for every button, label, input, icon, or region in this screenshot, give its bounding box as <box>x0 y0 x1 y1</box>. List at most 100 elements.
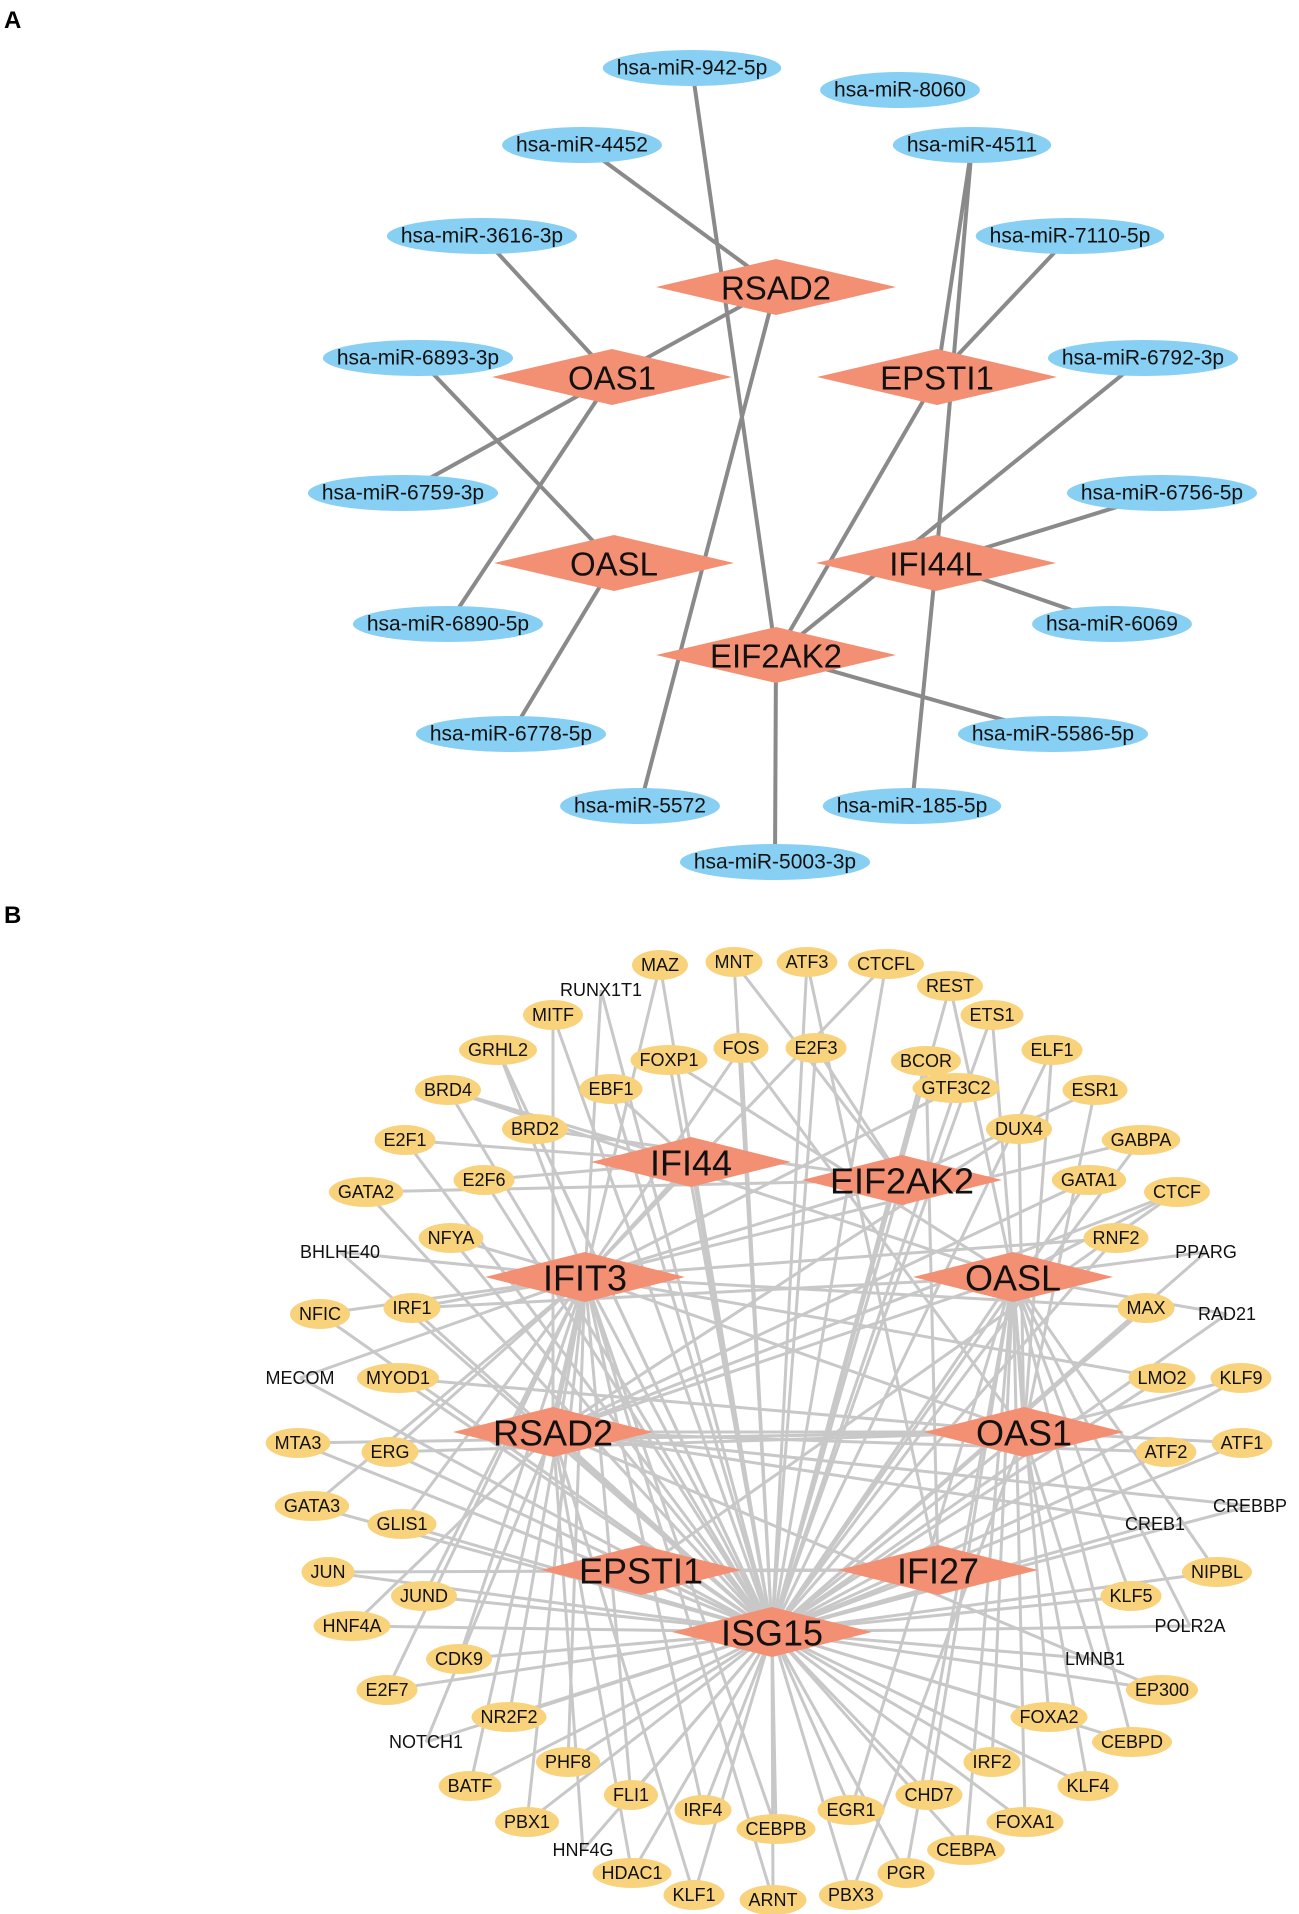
gene-diamond <box>485 1252 685 1302</box>
regulator-label: BHLHE40 <box>300 1242 380 1262</box>
regulator-label: FOXA1 <box>995 1812 1054 1832</box>
regulator-label: PGR <box>886 1863 925 1883</box>
regulator-node-e2f7: E2F7 <box>356 1675 418 1705</box>
regulator-label: hsa-miR-7110-5p <box>990 225 1151 248</box>
gene-diamond <box>494 535 734 591</box>
regulator-label: IRF4 <box>683 1800 722 1820</box>
regulator-node-phf8: PHF8 <box>535 1747 601 1777</box>
regulator-label: CEBPB <box>745 1819 806 1839</box>
regulator-node-creb1: CREB1 <box>1125 1514 1185 1534</box>
regulator-node-foxp1: FOXP1 <box>630 1045 708 1075</box>
regulator-label: GTF3C2 <box>921 1078 990 1098</box>
regulator-node-elf1: ELF1 <box>1021 1035 1083 1065</box>
regulator-label: BRD4 <box>424 1080 472 1100</box>
regulator-ellipse <box>916 971 984 1001</box>
edge-pbx1-isg15 <box>526 1630 773 1824</box>
regulator-label: E2F7 <box>365 1680 408 1700</box>
regulator-ellipse <box>1210 1363 1272 1393</box>
regulator-ellipse <box>817 1795 885 1825</box>
edge-bcor-ifi27 <box>924 1060 940 1571</box>
regulator-ellipse <box>307 475 499 511</box>
regulator-ellipse <box>820 72 980 108</box>
regulator-ellipse <box>453 1165 515 1195</box>
edge-eif2ak2-ifit3 <box>584 1178 903 1279</box>
regulator-label: PPARG <box>1175 1242 1237 1262</box>
regulator-ellipse <box>313 1611 391 1641</box>
edge-nipbl-oasl <box>1011 1276 1219 1573</box>
regulator-node-lmo2: LMO2 <box>1128 1363 1196 1393</box>
regulator-node-ets1: ETS1 <box>960 1000 1024 1030</box>
regulator-label: CEBPD <box>1101 1732 1163 1752</box>
regulator-node-m185: hsa-miR-185-5p <box>822 788 1002 824</box>
gene-diamond <box>816 535 1056 591</box>
regulator-node-m942: hsa-miR-942-5p <box>602 50 782 86</box>
regulator-node-m6759: hsa-miR-6759-3p <box>307 475 499 511</box>
gene-diamond <box>672 1607 872 1657</box>
regulator-node-m3616: hsa-miR-3616-3p <box>386 218 578 254</box>
regulator-label: ATF1 <box>1221 1433 1264 1453</box>
regulator-ellipse <box>927 1835 1005 1865</box>
edge-hdac1-isg15 <box>630 1631 774 1874</box>
gene-node-epsti1: EPSTI1 <box>817 349 1057 405</box>
edge-mnt-eif2ak2 <box>732 961 904 1181</box>
regulator-node-notch1: NOTCH1 <box>389 1732 463 1752</box>
regulator-node-m6756: hsa-miR-6756-5p <box>1066 475 1258 511</box>
regulator-node-gtf3c2: GTF3C2 <box>912 1073 1000 1103</box>
regulator-ellipse <box>560 788 720 824</box>
edge-cebpb-ifit3 <box>583 1276 778 1830</box>
regulator-ellipse <box>1091 1727 1173 1757</box>
edge-gata1-rsad2 <box>552 1178 1090 1434</box>
edge-ifi44-isg15 <box>689 1161 774 1633</box>
gene-label: EPSTI1 <box>880 360 994 397</box>
regulator-label: ELF1 <box>1030 1040 1073 1060</box>
edge-e2f7-ifit3 <box>385 1276 587 1691</box>
regulator-ellipse <box>912 1073 1000 1103</box>
regulator-ellipse <box>963 1747 1021 1777</box>
regulator-node-m6893: hsa-miR-6893-3p <box>322 340 514 376</box>
regulator-node-pbx3: PBX3 <box>818 1880 884 1910</box>
regulator-node-runx1t1: RUNX1T1 <box>560 980 642 1000</box>
edge-pbx3-isg15 <box>770 1631 853 1896</box>
panel-b-label: B <box>4 902 21 929</box>
gene-node-ifi44: IFI44 <box>591 1137 791 1187</box>
regulator-ellipse <box>1010 1702 1088 1732</box>
regulator-label: CREB1 <box>1125 1514 1185 1534</box>
regulator-node-atf2: ATF2 <box>1135 1437 1197 1467</box>
regulator-ellipse <box>674 1795 732 1825</box>
gene-node-rsad2: RSAD2 <box>656 259 896 315</box>
gene-node-oasl: OASL <box>913 1252 1113 1302</box>
regulator-node-hdac1: HDAC1 <box>592 1858 672 1888</box>
edge-brd2-isg15 <box>533 1128 774 1633</box>
regulator-label: DUX4 <box>995 1119 1043 1139</box>
regulator-ellipse <box>1083 1223 1149 1253</box>
regulator-label: hsa-miR-942-5p <box>617 57 768 80</box>
regulator-node-chd7: CHD7 <box>895 1780 963 1810</box>
edge-pbx3-oas1 <box>849 1431 1026 1896</box>
gene-node-oas1: OAS1 <box>924 1407 1124 1457</box>
edge-elf1-isg15 <box>770 1049 1054 1633</box>
regulator-node-grhl2: GRHL2 <box>458 1035 538 1065</box>
regulator-ellipse <box>736 1814 816 1844</box>
gene-diamond <box>453 1407 653 1457</box>
regulator-node-mecom: MECOM <box>266 1368 335 1388</box>
edge-hnf4a-rsad2 <box>350 1430 555 1628</box>
edge-m6890-oas1 <box>446 375 614 626</box>
regulator-node-klf4: KLF4 <box>1057 1771 1119 1801</box>
edge-m5003-eif2ak2 <box>773 654 778 863</box>
regulator-node-irf4: IRF4 <box>674 1795 732 1825</box>
regulator-node-nfic: NFIC <box>290 1299 350 1329</box>
edge-ifit3-rsad2 <box>551 1276 587 1433</box>
regulator-node-myod1: MYOD1 <box>356 1363 440 1393</box>
edge-ets1-isg15 <box>770 1014 994 1633</box>
regulator-label: RAD21 <box>1198 1304 1256 1324</box>
gene-node-oasl: OASL <box>494 535 734 591</box>
regulator-label: BCOR <box>900 1051 952 1071</box>
edge-ebf1-isg15 <box>609 1088 774 1633</box>
regulator-ellipse <box>1047 340 1239 376</box>
gene-node-eif2ak2: EIF2AK2 <box>802 1155 1002 1205</box>
regulator-label: FOXA2 <box>1019 1707 1078 1727</box>
regulator-label: PHF8 <box>545 1752 591 1772</box>
regulator-node-jun: JUN <box>301 1557 355 1587</box>
regulator-node-cebpb: CEBPB <box>736 1814 816 1844</box>
gene-diamond <box>656 627 896 683</box>
